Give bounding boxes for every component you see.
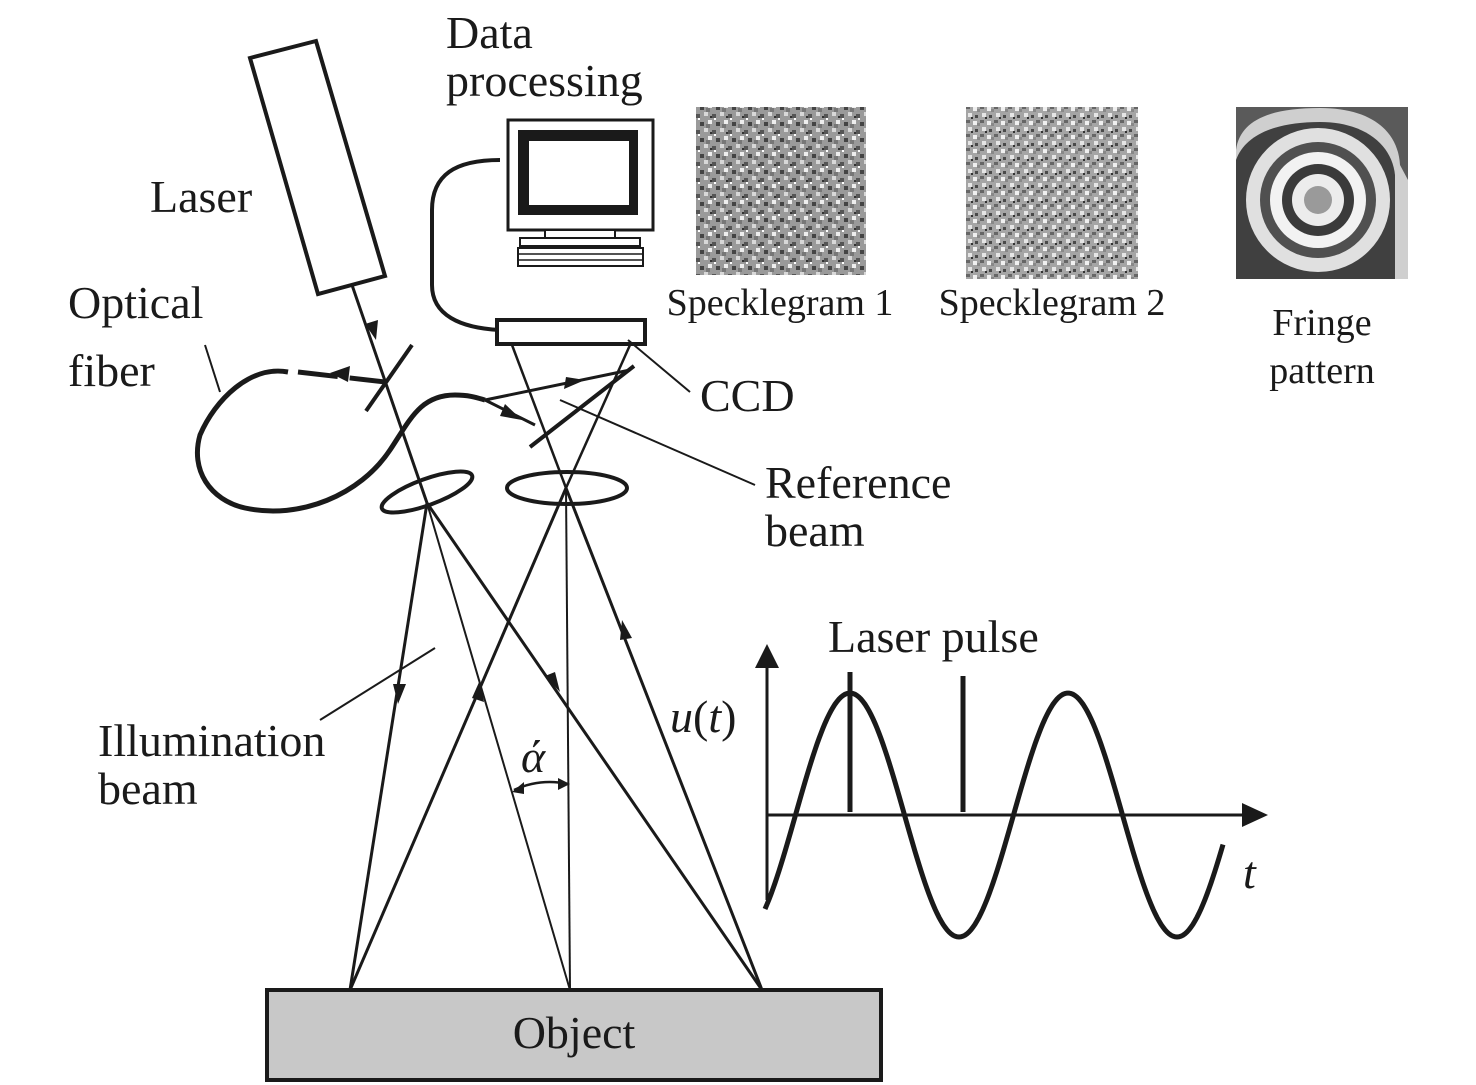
fringe-pattern-label-2: pattern [1269, 350, 1375, 392]
pulse-graph [755, 644, 1268, 940]
u-axis-paren-open: ( [693, 691, 708, 742]
fringe-pattern-image [1236, 107, 1408, 279]
specklegram-2-image [966, 107, 1138, 279]
u-axis-paren-close: ) [721, 691, 736, 742]
illumination-lens [379, 469, 475, 515]
specklegram-2-label: Specklegram 2 [939, 282, 1166, 324]
laser-pulse-label: Laser pulse [828, 611, 1039, 662]
illumination-beam-label-2: beam [98, 763, 198, 814]
illumination-beam-leader [319, 647, 436, 721]
imaging-cone [510, 344, 632, 489]
reference-beam-label-1: Reference [765, 457, 951, 508]
specklegram-1-image [696, 107, 866, 275]
u-axis-symbol: u [670, 691, 693, 742]
beam-splitter [364, 343, 414, 413]
reference-beam-leader [559, 399, 756, 486]
sine-wave [762, 690, 1226, 940]
laser-body [247, 38, 388, 297]
fringe-pattern-label-1: Fringe [1272, 302, 1371, 344]
u-axis-t: t [708, 691, 722, 742]
data-processing-label-1: Data [446, 7, 533, 58]
optical-fiber-label-1: Optical [68, 277, 203, 328]
illumination-rays [348, 502, 764, 991]
angle-arc [512, 778, 570, 794]
reference-beam-path [484, 364, 636, 449]
optical-fiber-label-2: fiber [68, 345, 155, 396]
imaging-rays [348, 487, 764, 991]
optical-fiber-leader [204, 344, 221, 393]
illumination-beam-label-1: Illumination [98, 715, 325, 766]
laser-label: Laser [150, 171, 252, 222]
ccd-sensor [495, 318, 647, 346]
t-axis-label: t [1243, 847, 1257, 898]
reference-beam-label-2: beam [765, 505, 865, 556]
computer-icon [506, 118, 655, 267]
object-label: Object [513, 1007, 636, 1058]
laser-beam [350, 284, 429, 504]
ccd-label: CCD [700, 370, 795, 421]
angle-label: ά [521, 731, 546, 782]
u-axis-label: u(t) [670, 691, 736, 742]
data-processing-label-2: processing [446, 55, 643, 106]
optical-fiber [194, 366, 486, 514]
ccd-cable [430, 158, 501, 332]
object-block [265, 988, 883, 1082]
specklegram-1-label: Specklegram 1 [667, 282, 894, 324]
ccd-leader [627, 339, 691, 393]
